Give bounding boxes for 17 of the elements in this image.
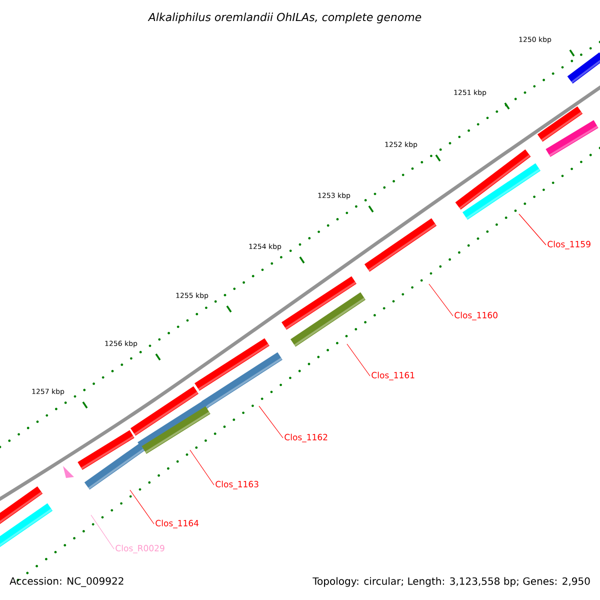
- gene-label: Clos_1159: [548, 240, 590, 250]
- leader-line: [346, 344, 370, 376]
- leader-line: [190, 450, 214, 486]
- leader-line: [258, 406, 284, 438]
- gene-label: Clos_1164: [156, 520, 199, 528]
- leader-line: [130, 490, 154, 524]
- leader-line: [428, 284, 454, 316]
- gene-label: Clos_1163: [216, 480, 258, 490]
- footer-text: Topology: circular; Length: 3,123,558 bp; Genes: 2,950: [312, 577, 590, 587]
- leader-line: [518, 214, 546, 246]
- title: Alkaliphilus oremlandii OhILAs, complete genome: [148, 12, 422, 24]
- gene-label: Clos_1162: [284, 434, 328, 442]
- leader-line: [90, 514, 114, 550]
- footer-text: Accession: NC_009922: [10, 577, 124, 587]
- gene-label: Clos_1160: [454, 312, 498, 320]
- gene-label: Clos_1161: [372, 372, 414, 380]
- gene-label: Clos_R0029: [116, 544, 164, 554]
